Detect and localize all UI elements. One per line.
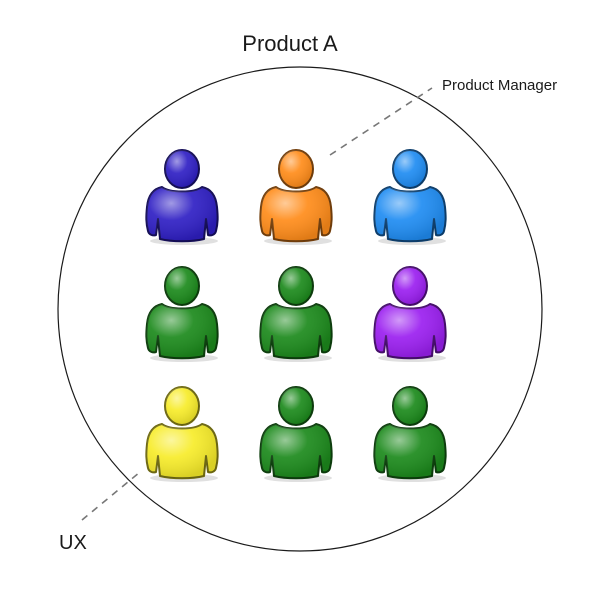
team-boundary-circle: [57, 66, 543, 552]
person-icon: [373, 149, 447, 245]
people-grid: [145, 149, 447, 482]
ux-dashed-line: [81, 471, 141, 521]
person-icon: [259, 149, 333, 245]
person-icon: [259, 266, 333, 362]
ux-label: UX: [59, 532, 87, 554]
person-icon: [145, 149, 219, 245]
product-manager-label: Product Manager: [442, 77, 558, 94]
product-manager-dashed-line: [329, 87, 433, 156]
diagram-title: Product A: [242, 31, 338, 56]
person-icon: [259, 386, 333, 482]
person-icon: [145, 266, 219, 362]
person-icon: [373, 266, 447, 362]
person-icon: [145, 386, 219, 482]
person-icon: [373, 386, 447, 482]
